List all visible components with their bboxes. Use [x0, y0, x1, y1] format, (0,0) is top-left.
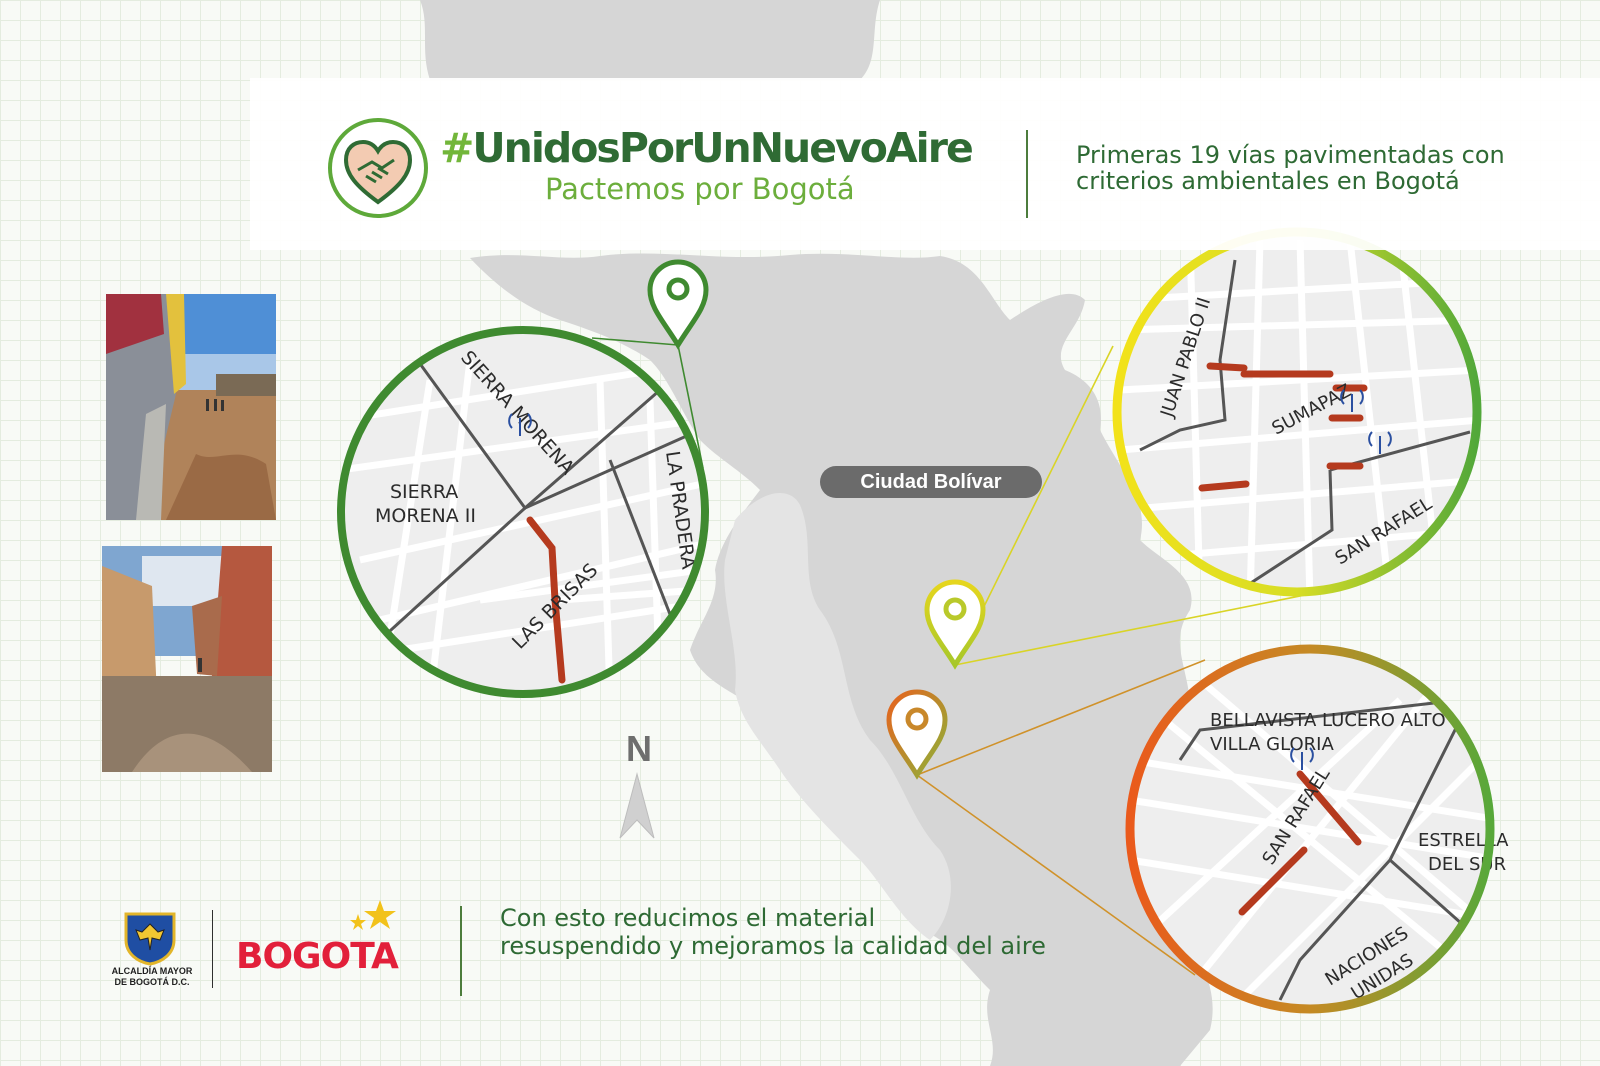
antenna-icon	[1290, 747, 1314, 770]
zoom-circle-bellavista: BELLAVISTA LUCERO ALTO VILLA GLORIA SAN …	[1125, 644, 1509, 1014]
alcaldia-caption: ALCALDÍA MAYOR DE BOGOTÁ D.C.	[100, 966, 204, 988]
headline-line-2: criterios ambientales en Bogotá	[1076, 167, 1460, 195]
footer-logo-divider	[212, 910, 213, 988]
footer-divider	[460, 906, 462, 996]
campaign-subtitle: Pactemos por Bogotá	[545, 172, 855, 206]
locality-inner-shape	[724, 493, 951, 940]
bogota-logo: BOGOTA	[236, 936, 399, 977]
headline-line-1: Primeras 19 vías pavimentadas con	[1076, 141, 1505, 169]
star-icon	[350, 900, 396, 930]
alcaldia-line-2: DE BOGOTÁ D.C.	[114, 977, 190, 987]
map-pin-yellow[interactable]	[924, 579, 986, 670]
north-label: N	[626, 728, 652, 769]
label-estrella: ESTRELLA	[1418, 830, 1509, 851]
campaign-hashtag: #UnidosPorUnNuevoAire	[440, 124, 974, 172]
zoom-circle-sumapaz: JUAN PABLO II SUMAPAZ SAN RAFAEL	[1112, 227, 1482, 597]
zoom-circle-sierra-morena: SIERRA MORENA SIERRA MORENA II LA PRADER…	[337, 326, 709, 698]
footer-message: Con esto reducimos el material resuspend…	[500, 904, 1160, 960]
street-photo-neighborhood	[102, 546, 272, 772]
hashtag-symbol: #	[440, 124, 474, 172]
label-bellavista-lucero-alto: BELLAVISTA LUCERO ALTO	[1210, 710, 1446, 731]
map-pin-green[interactable]	[647, 259, 709, 350]
footer-message-line-1: Con esto reducimos el material	[500, 904, 876, 932]
label-sierra: SIERRA	[390, 481, 458, 503]
bogota-coat-of-arms-icon	[124, 912, 176, 966]
map-pin-orange[interactable]	[886, 689, 948, 780]
header-divider	[1026, 130, 1028, 218]
antenna-icon	[508, 413, 532, 436]
street-photo-before	[106, 294, 276, 520]
antenna-icon	[1340, 389, 1392, 454]
header-band	[250, 78, 1600, 250]
hashtag-text: UnidosPorUnNuevoAire	[472, 124, 973, 172]
north-arrow-icon	[619, 772, 655, 839]
label-villa-gloria: VILLA GLORIA	[1210, 734, 1334, 755]
handshake-heart-icon	[328, 118, 428, 218]
label-morena-ii: MORENA II	[375, 505, 476, 527]
footer-message-line-2: resuspendido y mejoramos la calidad del …	[500, 932, 1046, 960]
alcaldia-line-1: ALCALDÍA MAYOR	[111, 966, 193, 976]
label-del-sur: DEL SUR	[1428, 854, 1506, 875]
headline: Primeras 19 vías pavimentadas con criter…	[1076, 142, 1596, 194]
locality-label: Ciudad Bolívar	[820, 466, 1042, 498]
